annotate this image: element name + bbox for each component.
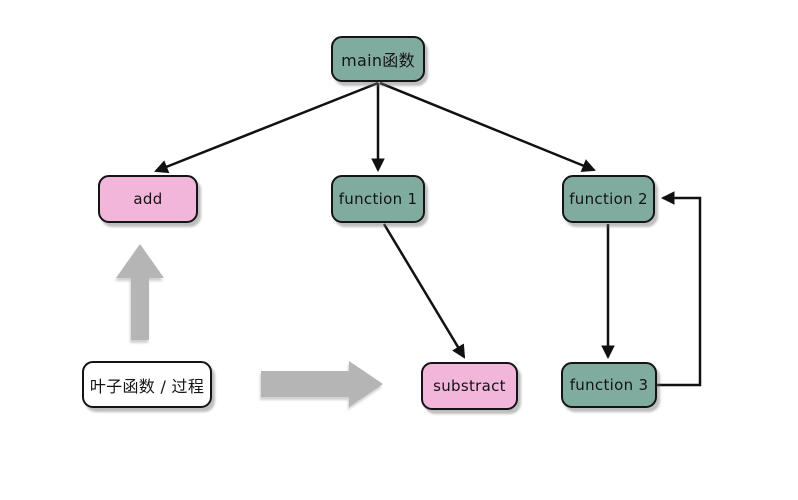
edge-function3-to-function2-loop <box>656 191 702 387</box>
node-function2-label: function 2 <box>569 190 648 208</box>
edge-main-to-add <box>154 81 379 174</box>
leaf-caption-box: 叶子函数 / 过程 <box>82 361 212 408</box>
leaf-to-substract-block-arrow-icon <box>261 361 383 407</box>
node-function1: function 1 <box>331 175 425 223</box>
node-add: add <box>98 175 198 223</box>
node-main-function-label: main函数 <box>341 51 415 70</box>
node-main-function: main函数 <box>331 36 425 82</box>
node-substract: substract <box>421 362 518 410</box>
edge-function1-to-substract <box>382 223 466 359</box>
leaf-caption-label: 叶子函数 / 过程 <box>89 376 205 396</box>
node-function1-label: function 1 <box>338 190 418 208</box>
node-function3-label: function 3 <box>569 376 649 394</box>
node-add-label: add <box>133 190 163 208</box>
node-substract-label: substract <box>433 377 506 395</box>
edge-main-to-function2 <box>379 81 596 172</box>
node-function2: function 2 <box>562 175 655 223</box>
node-function3: function 3 <box>561 362 657 408</box>
leaf-to-add-block-arrow-icon <box>116 244 164 340</box>
